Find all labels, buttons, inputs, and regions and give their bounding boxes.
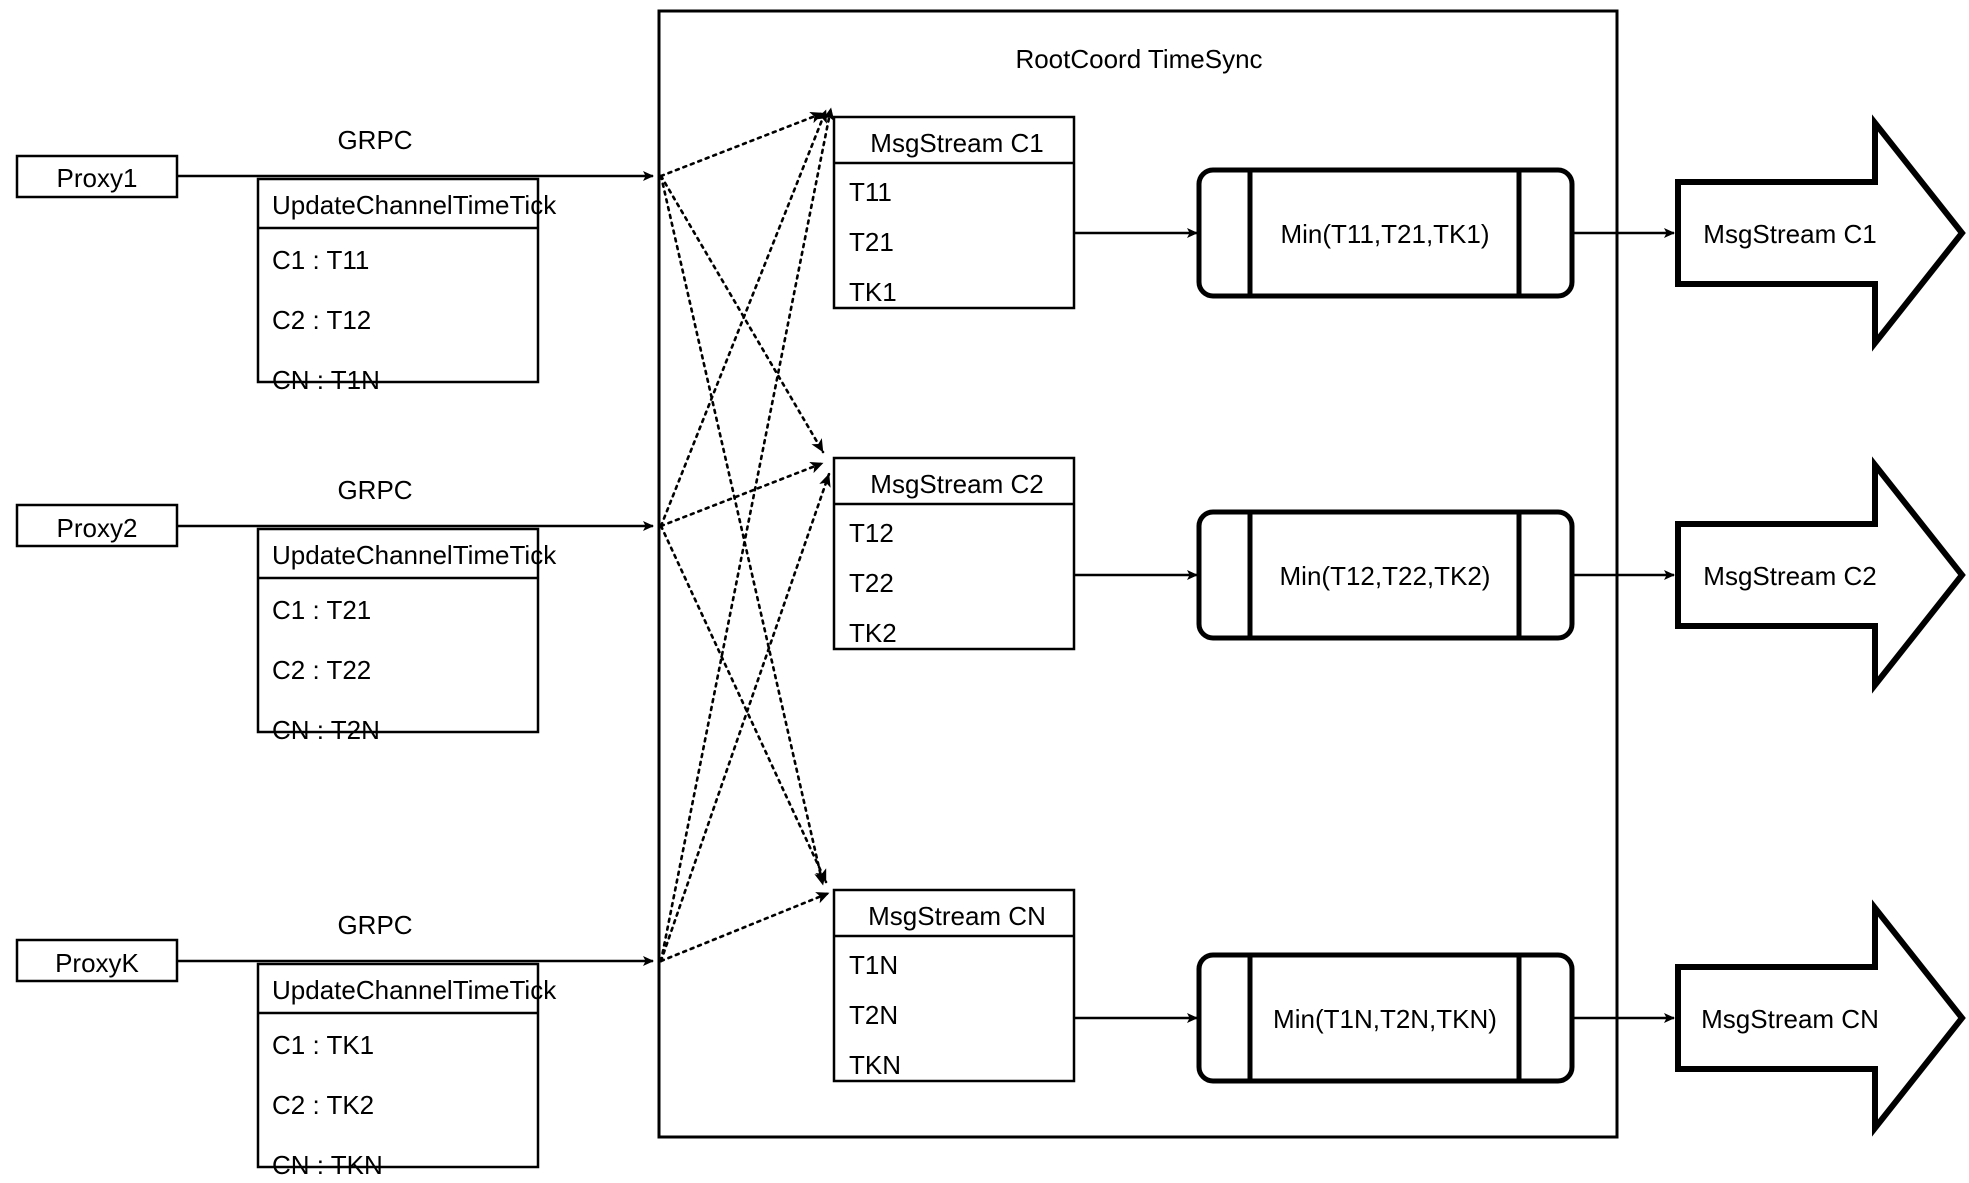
request-row-2-0: C1 : T21 — [272, 595, 372, 625]
grpc-label-1: GRPC — [337, 125, 413, 155]
msgstream-row-3-1: T2N — [849, 1000, 899, 1030]
request-row-2-2: CN : T2N — [272, 715, 380, 745]
msgstream-row-3-2: TKN — [849, 1050, 901, 1080]
dotted-link-p1-cn — [659, 174, 827, 887]
msgstream-row-3-0: T1N — [849, 950, 899, 980]
request-title-2: UpdateChannelTimeTick — [272, 540, 557, 570]
grpc-label-2: GRPC — [337, 475, 413, 505]
output-arrow-shape-1 — [1675, 114, 1966, 352]
proxy-label-1: Proxy1 — [56, 163, 138, 193]
msgstream-row-2-2: TK2 — [849, 618, 897, 648]
min-box-1 — [1196, 167, 1575, 299]
msgstream-box-3 — [832, 888, 1076, 1083]
msgstream-row-2-0: T12 — [849, 518, 894, 548]
msgstream-row-1-0: T11 — [849, 177, 892, 207]
output-label-2: MsgStream C2 — [1703, 561, 1877, 591]
dotted-link-p2-c1 — [659, 108, 828, 528]
msgstream-row-1-1: T21 — [849, 227, 894, 257]
msgstream-title-2: MsgStream C2 — [870, 469, 1044, 499]
output-label-3: MsgStream CN — [1701, 1004, 1879, 1034]
request-box-2 — [256, 527, 540, 734]
msgstream-row-2-1: T22 — [849, 568, 894, 598]
request-row-1-0: C1 : T11 — [272, 245, 370, 275]
dotted-link-pk-cn — [659, 891, 831, 963]
msgstream-box-2 — [832, 456, 1076, 651]
proxy-label-3: ProxyK — [55, 948, 139, 978]
request-title-1: UpdateChannelTimeTick — [272, 190, 557, 220]
request-row-3-1: C2 : TK2 — [272, 1090, 375, 1120]
dotted-link-p1-c1 — [659, 111, 825, 178]
output-arrow-shape-3 — [1675, 899, 1966, 1137]
request-box-3 — [256, 962, 540, 1169]
dotted-link-p2-c2 — [659, 461, 825, 528]
request-box-1 — [256, 177, 540, 384]
proxy-label-2: Proxy2 — [56, 513, 138, 543]
request-row-2-1: C2 : T22 — [272, 655, 372, 685]
output-label-1: MsgStream C1 — [1703, 219, 1877, 249]
request-row-3-0: C1 : TK1 — [272, 1030, 375, 1060]
msgstream-row-1-2: TK1 — [849, 277, 897, 307]
dotted-link-pk-c1 — [659, 106, 835, 963]
container-title: RootCoord TimeSync — [1015, 44, 1263, 74]
msgstream-title-3: MsgStream CN — [868, 901, 1046, 931]
proxy-box-2[interactable] — [15, 503, 179, 548]
dotted-link-pk-c2 — [659, 472, 831, 963]
request-row-1-1: C2 : T12 — [272, 305, 372, 335]
dotted-link-p1-c2 — [659, 174, 825, 454]
msgstream-title-1: MsgStream C1 — [870, 128, 1044, 158]
min-label-2: Min(T12,T22,TK2) — [1279, 561, 1491, 591]
grpc-label-3: GRPC — [337, 910, 413, 940]
proxy-box-1[interactable] — [15, 154, 179, 199]
request-row-3-2: CN : TKN — [272, 1150, 383, 1180]
min-label-3: Min(T1N,T2N,TKN) — [1273, 1004, 1497, 1034]
output-arrow-shape-2 — [1675, 456, 1966, 694]
request-row-1-2: CN : T1N — [272, 365, 380, 395]
min-box-2 — [1196, 509, 1575, 641]
dotted-link-p2-cn — [659, 524, 828, 884]
dotted-connections — [659, 106, 835, 963]
request-title-3: UpdateChannelTimeTick — [272, 975, 557, 1005]
min-label-1: Min(T11,T21,TK1) — [1280, 219, 1490, 249]
msgstream-box-1 — [832, 115, 1076, 310]
